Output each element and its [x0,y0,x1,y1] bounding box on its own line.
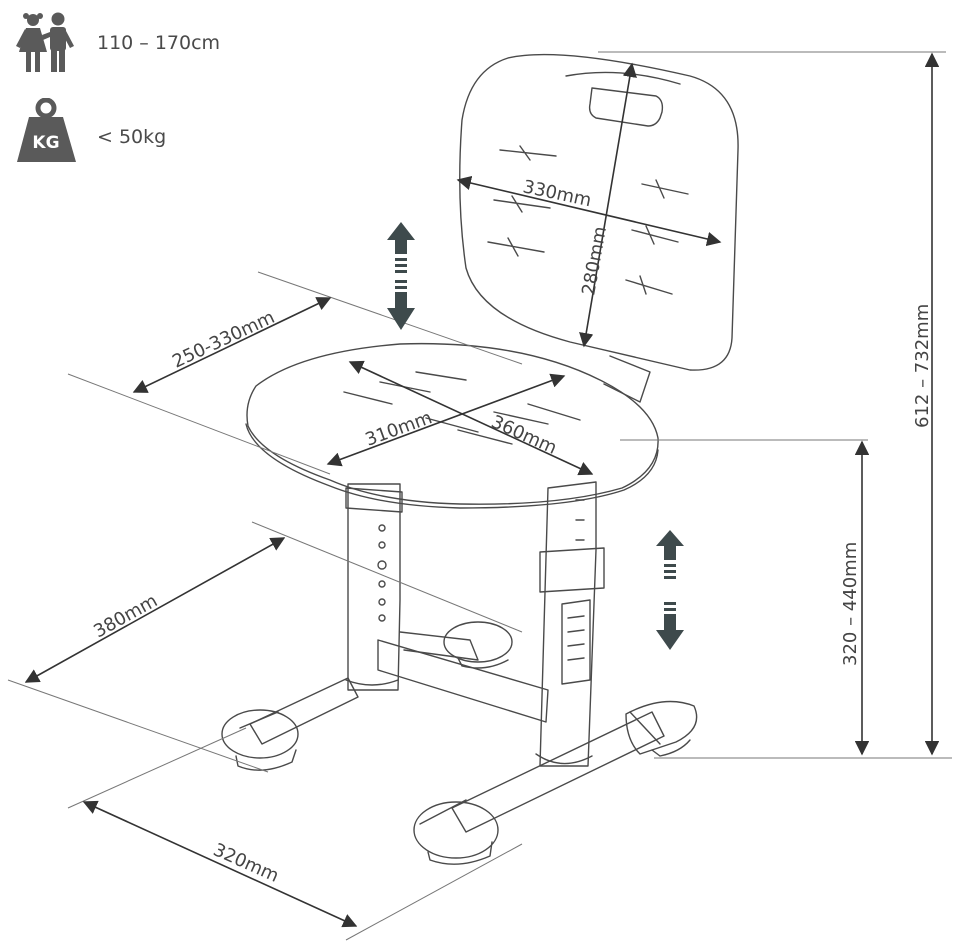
foot-front-right [625,700,698,757]
base-crossbar [377,639,549,723]
weight-limit-text: < 50kg [97,126,167,148]
weight-icon-label: KG [32,133,59,153]
backrest-height-label: 280mm [578,225,611,297]
dim-base-width-line [82,800,358,928]
height-range-text: 110 – 170cm [97,32,221,54]
base-rear-crossbar [399,631,479,661]
seat-depth-adjust-arrows [387,222,415,330]
seat-depth-range-label: 250-330mm [169,307,278,373]
base-rail-left [249,677,359,745]
weight-kg-icon: KG [17,98,76,162]
foot-back-right [443,621,513,669]
leg-right [535,481,605,767]
dim-seat-diagonal-line [348,360,594,476]
dim-backrest-height-line [579,62,637,348]
total-height-label: 612 – 732mm [912,304,933,428]
dim-seat-depth-range-line [132,297,332,393]
foot-front-left [413,799,499,865]
seat-height-label: 320 – 440mm [840,542,861,666]
seat-height-adjust-arrows [656,530,684,650]
base-depth-label: 380mm [90,590,161,642]
base-rail-front [451,711,665,833]
backrest-handle [588,87,664,127]
seat-width-label: 310mm [363,407,435,450]
base-width-label: 320mm [210,839,282,886]
children-icon [16,12,74,72]
dim-base-depth-line [24,537,286,683]
leg-left [345,483,403,691]
